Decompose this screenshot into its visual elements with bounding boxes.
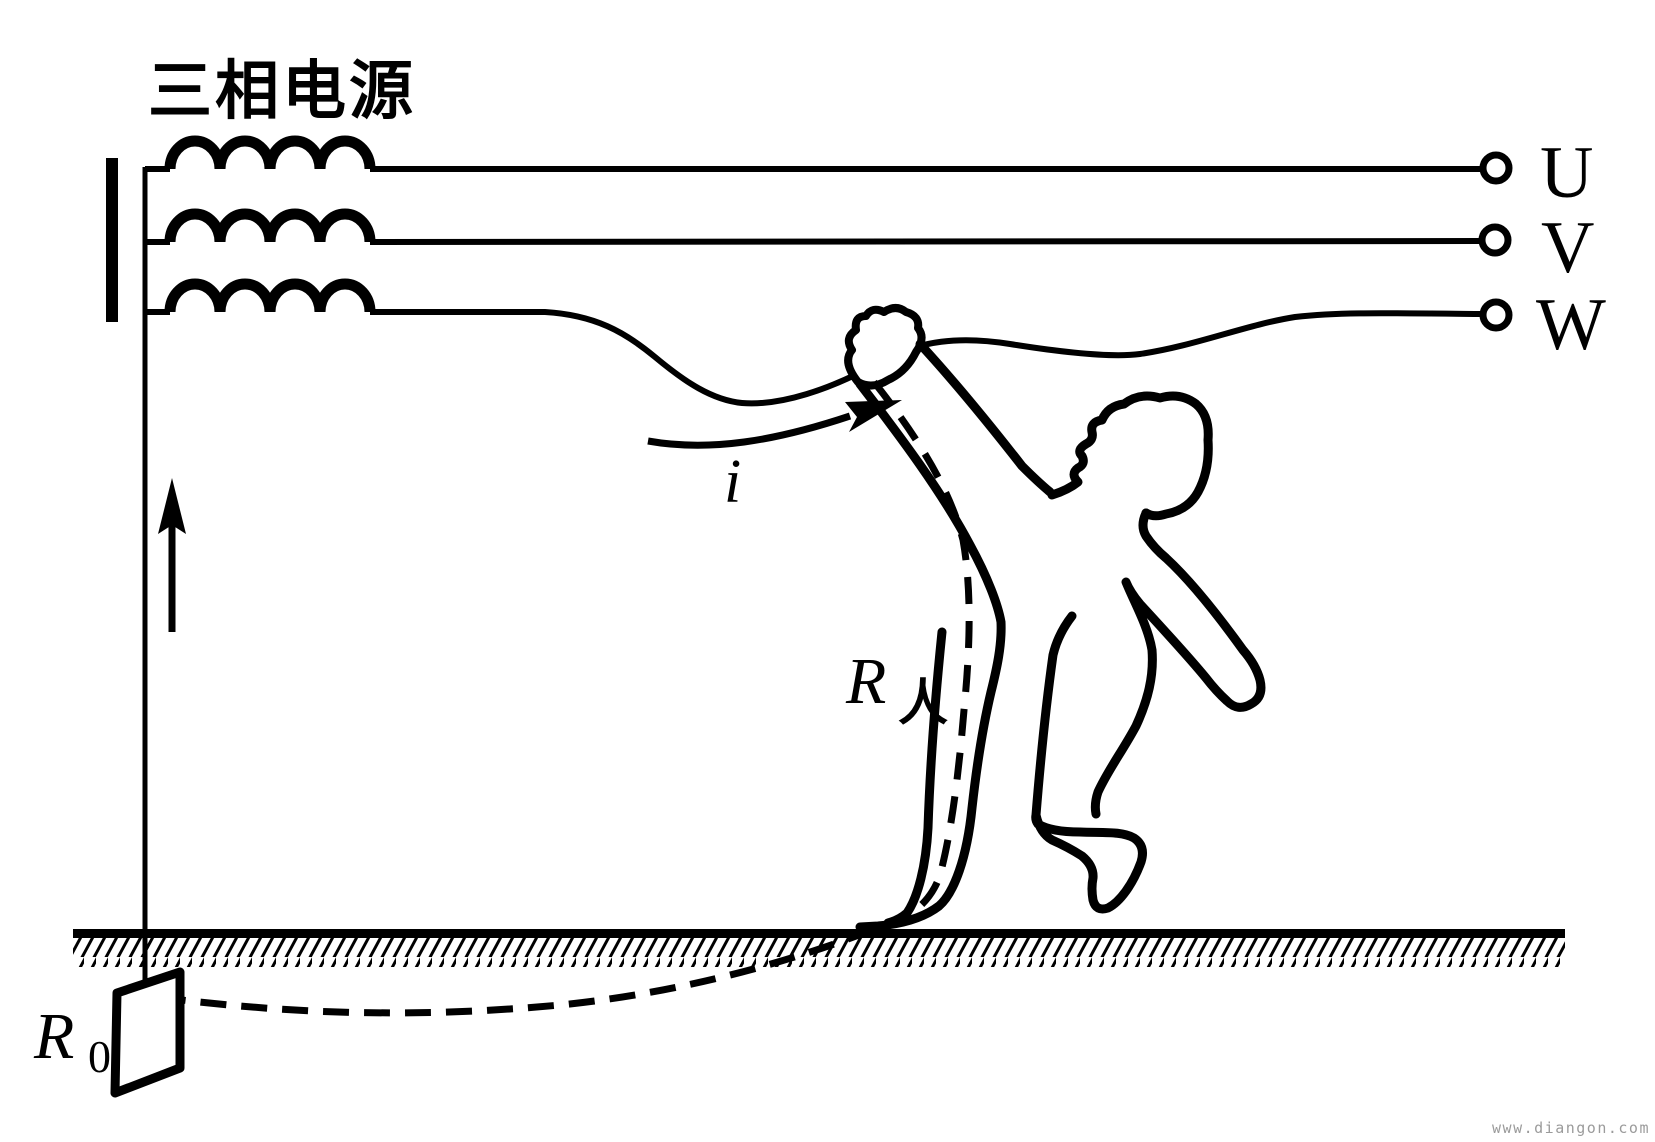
terminal-label-w: W (1536, 284, 1606, 366)
ground-electrode-plate (110, 967, 185, 1098)
terminal-circle-v (1478, 223, 1512, 257)
terminal-circle-w (1479, 298, 1513, 332)
person-head (1047, 391, 1213, 521)
phase-w: W (145, 278, 1606, 407)
current-label: i (724, 448, 741, 516)
phase-line-v (369, 238, 1481, 245)
ground-current-arrow-up (158, 478, 186, 632)
ground-surface (73, 929, 1565, 938)
person-arm-upper (915, 339, 1055, 497)
diagram-title: 三相电源 (148, 56, 416, 127)
person-shoulder-arm-side (1090, 508, 1266, 819)
phase-winding-u (164, 135, 376, 170)
terminal-circle-u (1479, 151, 1513, 185)
underground-current-dashed-path (181, 926, 874, 1017)
person-outline (844, 304, 1266, 932)
svg-text:R: R (33, 1000, 74, 1073)
person-torso-front-leg (855, 379, 1006, 932)
phase-v: V (145, 207, 1594, 289)
sagging-wire-w (370, 309, 1484, 407)
person-fist (844, 304, 926, 390)
ground-resistance-label: R 0 (33, 1000, 111, 1082)
phase-winding-v (164, 208, 376, 243)
svg-text:人: 人 (898, 675, 948, 731)
person-bent-leg (1031, 611, 1147, 914)
body-current-dashed-path (871, 379, 973, 932)
svg-text:0: 0 (88, 1031, 111, 1082)
terminal-label-u: U (1540, 132, 1593, 214)
body-resistance-label: R 人 (845, 645, 948, 731)
svg-text:R: R (845, 645, 886, 718)
phase-u: U (145, 132, 1593, 214)
current-direction-arrow (647, 400, 902, 449)
source-bus-bar (106, 158, 118, 322)
terminal-label-v: V (1541, 207, 1594, 289)
phase-winding-w (164, 278, 376, 313)
watermark: www.diangon.com (1492, 1119, 1650, 1137)
